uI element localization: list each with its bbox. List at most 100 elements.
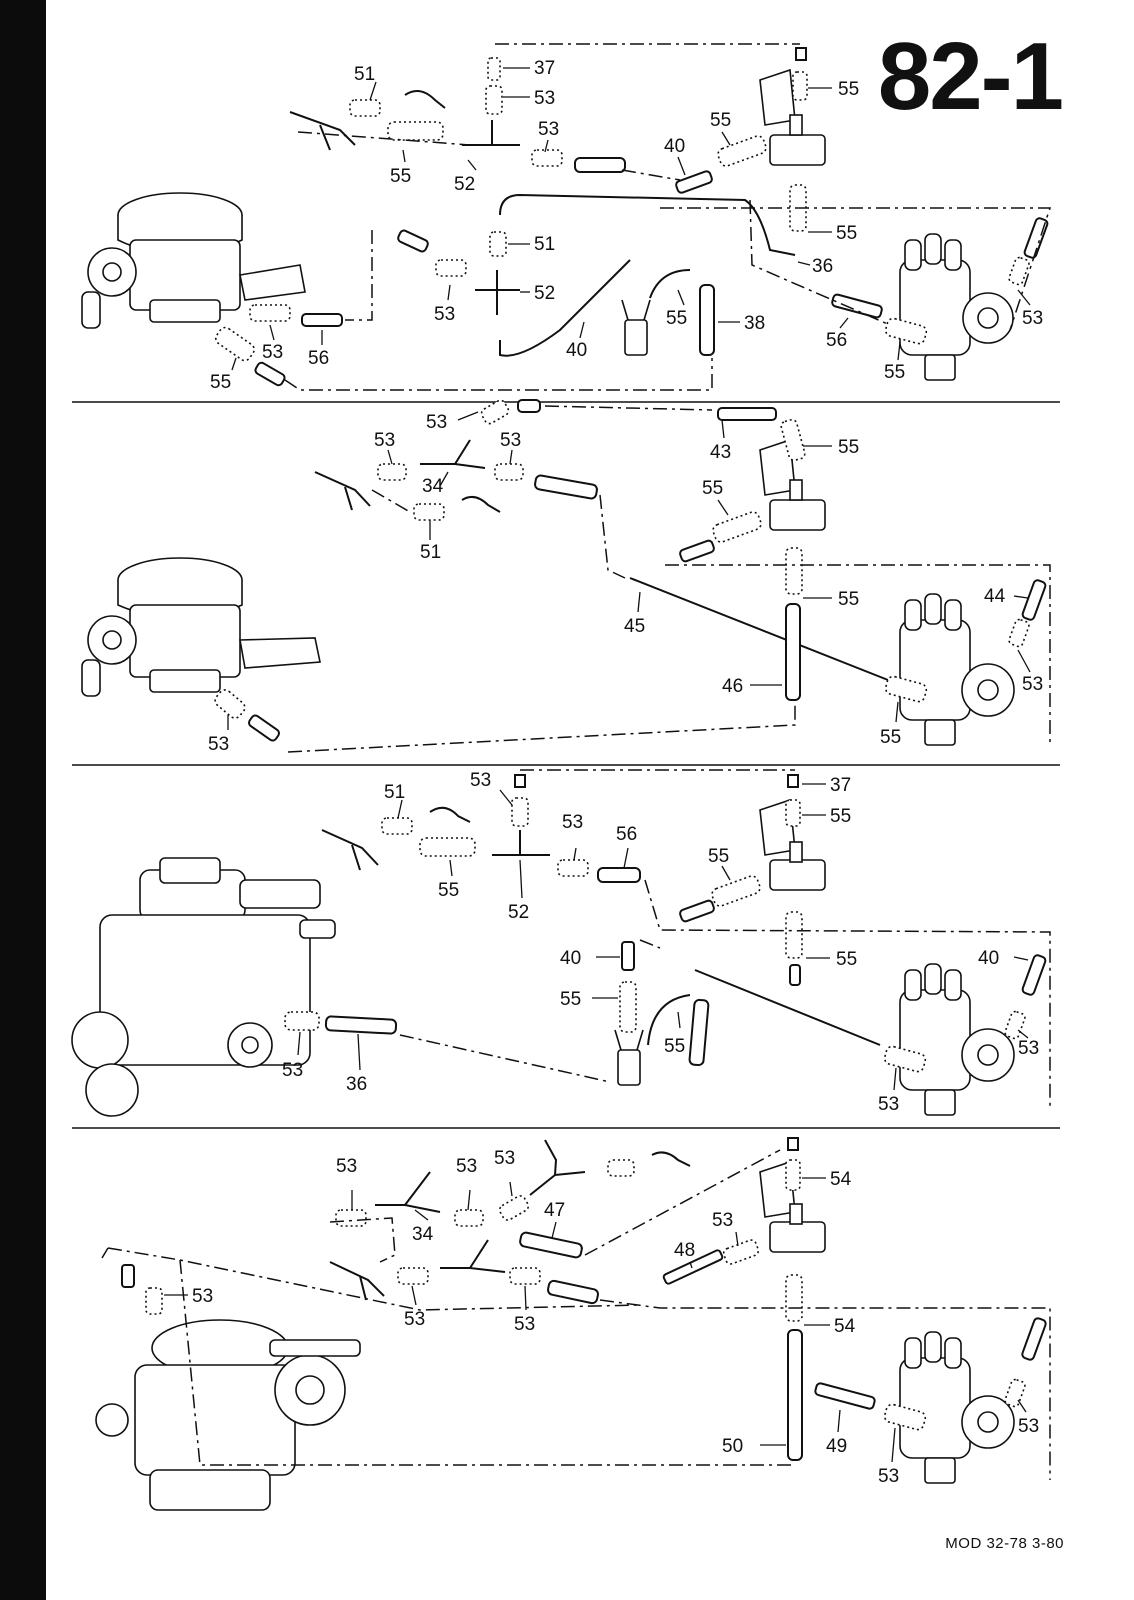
part-label: 56 (308, 348, 329, 369)
hose-segment (397, 1267, 429, 1285)
leader-line (677, 289, 685, 306)
part-label: 53 (1022, 674, 1043, 695)
part-label: 53 (262, 342, 283, 363)
part-label: 52 (508, 902, 529, 923)
page-title: 82-1 (877, 23, 1064, 130)
vacuum-valve (759, 438, 826, 531)
hose-elbow (647, 994, 691, 1046)
leader-line (509, 1181, 513, 1197)
panel-2: 53 53 53 43 55 34 55 51 55 45 44 53 46 5… (81, 399, 1051, 755)
part-label: 37 (534, 58, 555, 79)
leader-line (269, 324, 275, 341)
hose-segment (519, 1231, 583, 1259)
part-label: 37 (830, 775, 851, 796)
hose-segment (699, 284, 715, 356)
temperature-switch (621, 299, 651, 356)
hose-segment (1008, 256, 1030, 286)
hose-segment (214, 689, 246, 719)
routing-line (287, 705, 796, 753)
part-label: 56 (826, 330, 847, 351)
hose-segment (387, 121, 444, 141)
leader-line (1013, 956, 1029, 961)
hose-segment (454, 1209, 484, 1227)
part-label: 54 (830, 1169, 852, 1190)
leader-line (411, 1285, 417, 1306)
hose-segment (884, 317, 928, 345)
hose-segment (349, 99, 381, 117)
part-label: 40 (664, 136, 685, 157)
hose-segment (509, 1267, 541, 1285)
hose-curved (499, 259, 631, 357)
leader-line (231, 357, 237, 371)
part-label: 53 (1018, 1416, 1039, 1437)
hose-segment (485, 85, 503, 115)
page-edge-bar (0, 0, 46, 1600)
routing-line (345, 230, 373, 321)
part-label: 34 (422, 476, 444, 497)
routing-line (107, 1247, 641, 1311)
hose-segment (688, 998, 710, 1067)
leader-line (677, 1011, 681, 1029)
part-label: 36 (812, 256, 833, 277)
hose-segment (254, 361, 286, 387)
hose-segment (679, 899, 715, 923)
part-label: 53 (282, 1060, 303, 1081)
part-label: 53 (1018, 1038, 1039, 1059)
part-label: 53 (404, 1309, 425, 1330)
leader-line (499, 789, 513, 806)
hose-segment (1023, 217, 1049, 259)
part-label: 53 (434, 304, 455, 325)
part-label: 53 (374, 430, 395, 451)
part-label: 52 (534, 283, 555, 304)
hose-cap (514, 774, 526, 788)
hose-segment (814, 1382, 876, 1410)
hose-segment (780, 418, 806, 462)
check-valve (651, 1151, 691, 1167)
part-label: 36 (346, 1074, 367, 1095)
hose-segment (1008, 618, 1030, 648)
leader-line (797, 261, 811, 266)
part-label: 43 (710, 442, 731, 463)
part-label: 55 (666, 308, 687, 329)
routing-line (644, 879, 1051, 1110)
leader-line (457, 411, 479, 421)
y-fitting (321, 829, 379, 871)
leader-line (447, 284, 451, 301)
t-fitting (492, 830, 550, 856)
hose-segment (249, 304, 291, 322)
routing-line (639, 939, 661, 949)
leader-line (895, 701, 899, 723)
hose-segment (722, 1239, 760, 1265)
leader-line (387, 449, 393, 465)
y-fitting (440, 1239, 506, 1273)
hose-cap (787, 1137, 799, 1151)
hose-segment (597, 867, 641, 883)
y-fitting (289, 111, 356, 151)
part-label: 55 (438, 880, 459, 901)
leader-line (402, 149, 406, 163)
part-label: 51 (534, 234, 555, 255)
check-valve (461, 495, 501, 513)
panel-4: 53 53 53 54 34 47 53 48 53 53 53 54 50 4… (95, 1137, 1051, 1511)
distributor-illustration (899, 963, 1015, 1116)
part-label: 53 (562, 812, 583, 833)
hose-segment (717, 407, 777, 421)
part-label: 46 (722, 676, 743, 697)
part-label: 53 (208, 734, 229, 755)
part-label: 55 (838, 437, 859, 458)
carburetor-illustration (71, 857, 336, 1117)
hose-segment (1021, 1317, 1047, 1361)
hose-segment (619, 981, 637, 1033)
part-label: 44 (984, 586, 1006, 607)
part-label: 49 (826, 1436, 847, 1457)
part-label: 38 (744, 313, 765, 334)
part-label: 53 (336, 1156, 357, 1177)
leader-line (551, 1221, 557, 1239)
hose-segment (215, 326, 255, 362)
hose-segment (717, 135, 767, 167)
leader-line (717, 499, 729, 516)
hose-segment (787, 1329, 803, 1461)
leader-line (357, 1033, 361, 1071)
leader-line (1013, 595, 1029, 599)
